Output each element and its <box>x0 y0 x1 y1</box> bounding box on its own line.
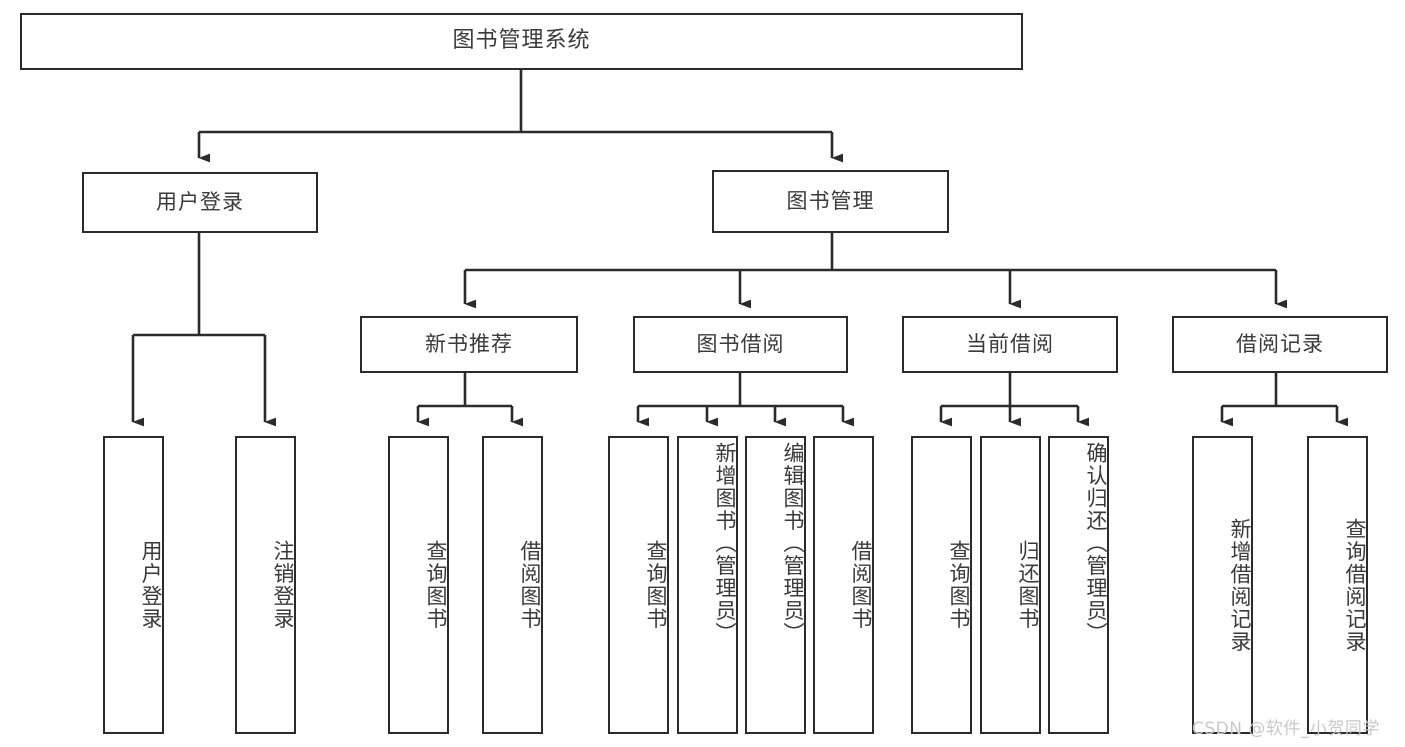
leaf-current-borrow-return-book[interactable]: 归还图书 <box>980 436 1041 734</box>
leaf-borrow-record-add-record[interactable]: 新增借阅记录 <box>1192 436 1253 734</box>
leaf-user-login-login[interactable]: 用户登录 <box>103 436 164 734</box>
node-user-login[interactable]: 用户登录 <box>82 172 318 233</box>
leaf-current-borrow-confirm-return-admin[interactable]: 确认归还（管理员） <box>1048 436 1109 734</box>
leaf-book-borrow-borrow-book[interactable]: 借阅图书 <box>813 436 874 734</box>
node-new-book-recommend[interactable]: 新书推荐 <box>360 316 578 373</box>
node-book-borrow[interactable]: 图书借阅 <box>633 316 848 373</box>
node-book-management[interactable]: 图书管理 <box>712 170 949 233</box>
leaf-book-borrow-edit-book-admin[interactable]: 编辑图书（管理员） <box>745 436 806 734</box>
node-current-borrow[interactable]: 当前借阅 <box>902 316 1118 373</box>
leaf-user-login-logout[interactable]: 注销登录 <box>235 436 296 734</box>
leaf-borrow-record-query-record[interactable]: 查询借阅记录 <box>1307 436 1368 734</box>
leaf-book-borrow-query-book[interactable]: 查询图书 <box>608 436 669 734</box>
node-borrow-record[interactable]: 借阅记录 <box>1172 316 1388 373</box>
leaf-new-book-borrow-book[interactable]: 借阅图书 <box>482 436 543 734</box>
leaf-current-borrow-query-book[interactable]: 查询图书 <box>911 436 972 734</box>
node-root-book-management-system[interactable]: 图书管理系统 <box>20 13 1023 70</box>
leaf-book-borrow-add-book-admin[interactable]: 新增图书（管理员） <box>677 436 738 734</box>
csdn-watermark: CSDN @软件_小贺同学 <box>1192 719 1380 739</box>
leaf-new-book-query-book[interactable]: 查询图书 <box>388 436 449 734</box>
